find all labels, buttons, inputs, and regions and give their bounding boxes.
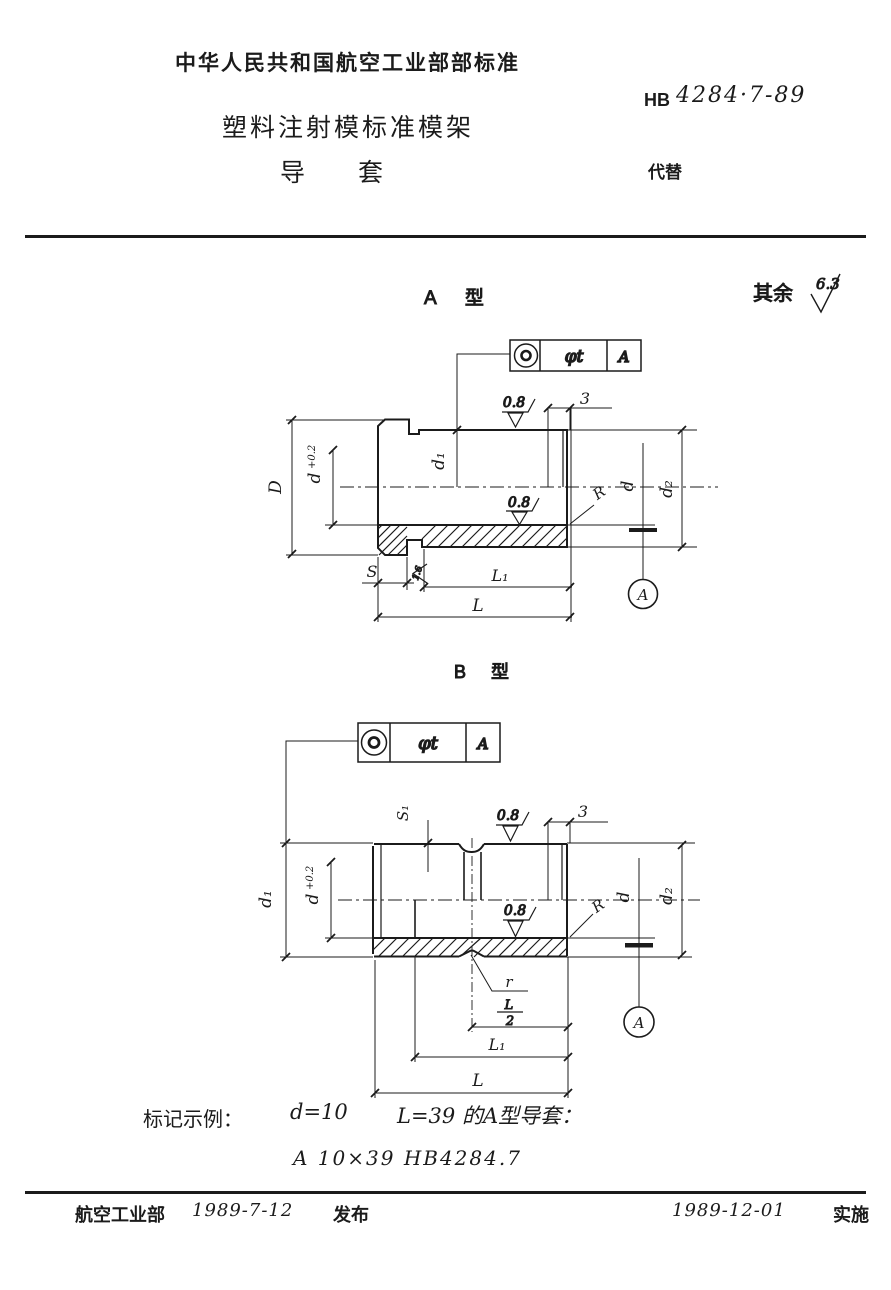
half-length-fraction: L 2	[497, 998, 523, 1030]
R-leader-a	[569, 504, 595, 525]
label-D: D	[266, 480, 286, 495]
fcf-a-datum: A	[617, 348, 630, 366]
label-S1: S₁	[394, 805, 412, 821]
section-hatching-a	[377, 524, 568, 556]
label-R: R	[588, 895, 608, 917]
d-dim-end-bar-b	[625, 943, 653, 948]
datum-symbol-a: A	[627, 578, 659, 610]
dimension-lines-b	[280, 820, 695, 1098]
concentricity-icon	[360, 729, 388, 756]
dimension-lines-a	[286, 407, 697, 622]
fcf-b-leader	[285, 740, 358, 957]
label-d1: d₁	[256, 890, 276, 908]
document-title: 塑料注射模标准模架	[222, 114, 475, 142]
roughness-triangle-icon	[411, 563, 428, 584]
marking-example-d-value: d=10	[290, 1100, 348, 1124]
footer-rule	[25, 1191, 866, 1194]
marking-example-label: 标记示例：	[143, 1109, 243, 1131]
footer-org: 航空工业部	[75, 1205, 165, 1225]
svg-text:0.8: 0.8	[508, 495, 530, 511]
section-hatching-b	[372, 937, 568, 958]
roughness-triangle-icon	[502, 825, 519, 843]
fcf-a-leader	[456, 353, 510, 487]
marking-example-description: L=39 的A型导套：	[397, 1104, 583, 1128]
label-half-den: 2	[505, 1014, 514, 1029]
datum-symbol-b: A	[623, 1006, 655, 1038]
label-d-fit: d	[305, 472, 325, 483]
label-d1: d₁	[429, 452, 449, 470]
drawing-a-caption: A 型	[424, 287, 496, 309]
drawing-b: B 型 φt A	[256, 662, 700, 1098]
dimension-labels-b: d₁ d +0.2 S₁ 3 R d d₂ L₁ L	[256, 802, 677, 1091]
svg-text:0.8: 0.8	[497, 808, 519, 824]
feature-control-frame-b: φt A	[285, 722, 501, 957]
label-L1: L₁	[490, 566, 508, 585]
roughness-triangle-icon	[510, 511, 529, 526]
dimension-labels-a: D d +0.2 d₁ 3 R d d₂ S L₁ L	[266, 389, 677, 616]
roughness-mark-bore-a: 0.8	[506, 494, 540, 526]
label-half-num: L	[504, 998, 514, 1013]
footer-release-label: 发布	[333, 1205, 369, 1225]
document-subtitle: 导 套	[280, 159, 398, 187]
label-r: r	[505, 973, 513, 991]
roughness-triangle-icon	[506, 412, 525, 429]
roughness-mark-top-a: 0.8	[502, 394, 536, 429]
footer-implement-date: 1989-12-01	[672, 1200, 786, 1221]
roughness-mark-bore-b: 0.8	[503, 902, 537, 938]
dimension-ticks-a	[287, 403, 687, 622]
dimension-ticks-b	[281, 817, 687, 1098]
standard-number: 4284·7-89	[676, 83, 807, 108]
roughness-mark-top-b: 0.8	[496, 807, 530, 843]
label-d: d	[614, 891, 634, 902]
label-d-fit-tol: +0.2	[305, 866, 316, 890]
svg-text:0.8: 0.8	[503, 395, 525, 411]
fcf-b-datum: A	[476, 735, 489, 753]
fcf-b-tolerance: φt	[418, 733, 439, 754]
roughness-mark-face-a: 1.6	[411, 563, 428, 584]
concentricity-icon	[513, 343, 539, 368]
label-d: d	[618, 480, 638, 491]
standard-org-title: 中华人民共和国航空工业部部标准	[175, 52, 520, 75]
standard-number-prefix: HB	[644, 90, 670, 110]
label-L1: L₁	[487, 1035, 505, 1054]
label-d-fit-tol: +0.2	[307, 445, 318, 469]
roughness-check-icon	[810, 273, 841, 314]
footer-implement-label: 实施	[833, 1205, 869, 1225]
label-d2: d₂	[657, 480, 677, 498]
datum-letter-a: A	[636, 586, 649, 604]
label-L: L	[471, 1071, 483, 1091]
groove-radius-callout: r	[470, 954, 528, 992]
marking-example-designation: A 10×39 HB4284.7	[293, 1146, 522, 1170]
svg-text:0.8: 0.8	[504, 903, 526, 919]
label-R: R	[589, 482, 609, 504]
label-end-len: 3	[580, 389, 590, 408]
feature-control-frame-a: φt A	[456, 339, 642, 487]
part-outline-a	[377, 418, 568, 556]
supersedes-label: 代替	[648, 163, 682, 182]
label-L: L	[471, 596, 483, 616]
label-d-fit: d	[303, 893, 323, 904]
R-leader-b	[569, 913, 594, 938]
label-end-len: 3	[578, 802, 588, 821]
label-d2: d₂	[657, 887, 677, 905]
fcf-a-tolerance: φt	[565, 347, 584, 367]
surface-roughness-note: 其余 6.3	[753, 273, 841, 314]
label-S: S	[367, 562, 378, 581]
datum-letter-b: A	[632, 1014, 645, 1032]
surface-note-label: 其余	[753, 282, 793, 305]
surface-note-value: 6.3	[816, 275, 840, 293]
roughness-triangle-icon	[507, 920, 524, 938]
drawing-a: A 型 φt A	[266, 287, 718, 622]
header-rule	[25, 235, 866, 238]
drawing-b-caption: B 型	[454, 662, 519, 682]
d-dim-end-bar-a	[629, 528, 657, 532]
footer-release-date: 1989-7-12	[192, 1200, 294, 1221]
